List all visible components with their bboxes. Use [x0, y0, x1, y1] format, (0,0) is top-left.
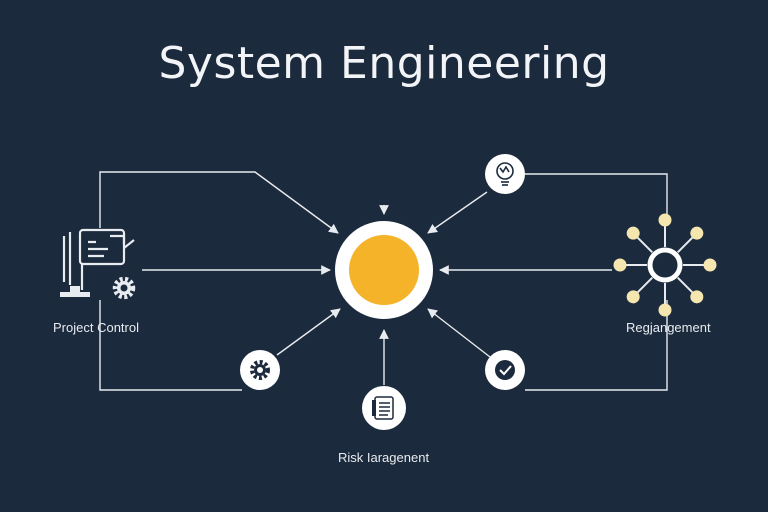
- document-node[interactable]: [362, 386, 406, 430]
- hub-dot: [690, 290, 704, 304]
- core-circle-icon: [349, 235, 419, 305]
- hub-dot: [658, 213, 672, 227]
- connector-lines: [99, 171, 668, 391]
- page-title: System Engineering: [158, 38, 610, 89]
- hub-dot: [613, 258, 627, 272]
- small-gear-icon: [112, 276, 136, 300]
- check-node[interactable]: [485, 350, 525, 390]
- risk-label: Risk Iaragenent: [338, 450, 430, 465]
- project-control-label: Project Control: [53, 320, 139, 335]
- regjangement-label: Regjangement: [626, 320, 711, 335]
- connector-bottom-right-frame: [525, 300, 668, 391]
- connector-top-right-diag: [427, 191, 488, 234]
- gear-node[interactable]: [240, 350, 280, 390]
- connector-top-left: [99, 171, 339, 234]
- hub-network-icon[interactable]: [613, 213, 717, 317]
- lightbulb-icon: [496, 162, 514, 186]
- hub-dot: [658, 303, 672, 317]
- center-node[interactable]: [335, 221, 433, 319]
- hub-dot: [626, 226, 640, 240]
- project-control-icon[interactable]: [60, 228, 136, 300]
- connector-bottom-right-diag: [427, 308, 491, 358]
- document-list-icon: [372, 396, 394, 420]
- hub-center-ring: [647, 247, 683, 283]
- hub-dot: [703, 258, 717, 272]
- lightbulb-node[interactable]: [485, 154, 525, 194]
- connector-bottom-left-frame: [99, 300, 242, 391]
- connector-bottom-left-diag: [276, 308, 341, 356]
- connector-top-right-frame: [525, 173, 668, 225]
- gear-icon: [250, 360, 270, 380]
- hub-dot: [626, 290, 640, 304]
- checkmark-icon: [495, 360, 515, 380]
- hub-dot: [690, 226, 704, 240]
